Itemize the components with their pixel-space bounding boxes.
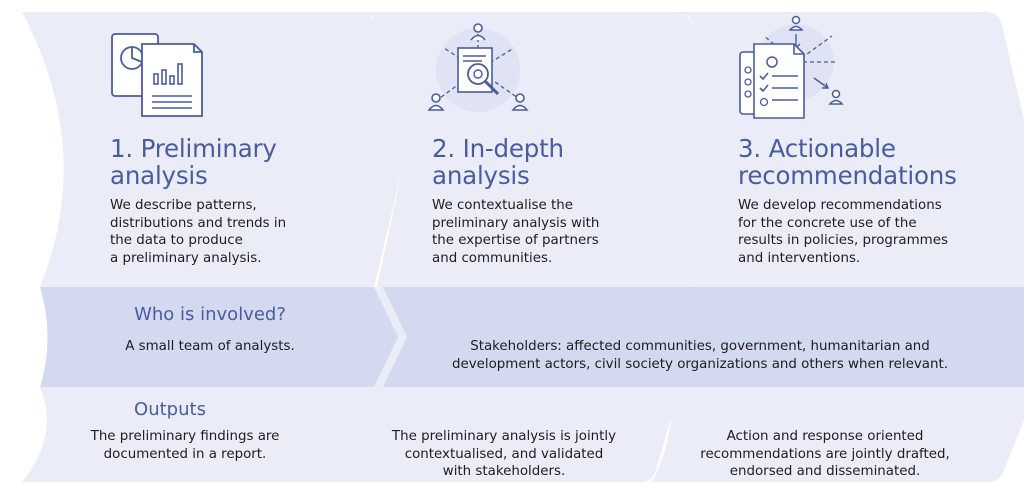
- output-2: The preliminary analysis is jointly cont…: [374, 428, 634, 481]
- output-3: Action and response oriented recommendat…: [680, 428, 970, 481]
- outputs-heading-text: Outputs: [134, 399, 206, 420]
- output-2-line-1: The preliminary analysis is jointly: [391, 429, 617, 444]
- step-2-desc-line-3: the expertise of partners: [432, 233, 599, 248]
- involved-heading: Who is involved?: [110, 304, 310, 326]
- output-3-cell: [652, 387, 1024, 482]
- output-3-line-3: endorsed and disseminated.: [729, 464, 921, 479]
- stakeholders-line-1: Stakeholders: affected communities, gove…: [470, 339, 930, 354]
- report-chart-icon: [111, 33, 203, 117]
- step-2-title-line-1: 2. In-depth: [432, 134, 564, 163]
- outputs-heading: Outputs: [110, 399, 230, 421]
- step-3-desc-line-1: We develop recommendations: [738, 198, 942, 213]
- step-3-desc-line-4: and interventions.: [738, 250, 861, 266]
- output-2-cell: [336, 387, 680, 482]
- involved-band: [40, 287, 1024, 387]
- output-2-line-3: with stakeholders.: [442, 464, 566, 479]
- magnify-network-icon: [427, 23, 529, 112]
- output-1: The preliminary findings are documented …: [50, 428, 320, 463]
- step-3-desc-line-3: results in policies, programmes: [738, 233, 948, 248]
- step-1-description: We describe patterns, distributions and …: [110, 197, 350, 267]
- step-3-title-line-1: 3. Actionable: [738, 134, 896, 163]
- step-1-desc-line-1: We describe patterns,: [110, 198, 257, 213]
- involved-team-text: A small team of analysts.: [125, 339, 295, 354]
- output-3-line-2: recommendations are jointly drafted,: [700, 446, 950, 462]
- step-1-title-line-1: 1. Preliminary: [110, 134, 277, 163]
- step-1-desc-line-2: distributions and trends in: [110, 215, 287, 231]
- step-2-desc-line-4: and communities.: [432, 250, 553, 266]
- step-2-title-line-2: analysis: [432, 161, 530, 190]
- step-2-description: We contextualise the preliminary analysi…: [432, 197, 672, 267]
- output-1-cell: [22, 387, 383, 482]
- involved-band-divider: [374, 287, 407, 387]
- step-1-desc-line-3: the data to produce: [110, 233, 243, 248]
- output-1-line-2: documented in a report.: [103, 446, 267, 462]
- step-2-chevron: [334, 12, 721, 287]
- step-2-desc-line-2: preliminary analysis with: [432, 215, 600, 231]
- output-2-line-2: contextualised, and validated: [404, 446, 604, 462]
- involved-stakeholders: Stakeholders: affected communities, gove…: [420, 338, 980, 373]
- step-1-title-line-2: analysis: [110, 161, 208, 190]
- checklist-network-icon: [739, 15, 844, 119]
- stakeholders-line-2: development actors, civil society organi…: [451, 356, 949, 372]
- step-3-desc-line-2: for the concrete use of the: [738, 215, 917, 231]
- step-2-desc-line-1: We contextualise the: [432, 198, 573, 213]
- step-3-description: We develop recommendations for the concr…: [738, 197, 998, 267]
- output-1-line-1: The preliminary findings are: [90, 429, 280, 444]
- involved-team: A small team of analysts.: [90, 338, 330, 356]
- output-3-line-1: Action and response oriented: [726, 429, 924, 444]
- step-3-title-line-2: recommendations: [738, 161, 957, 190]
- involved-heading-text: Who is involved?: [134, 304, 286, 325]
- step-1-desc-line-4: a preliminary analysis.: [110, 250, 262, 266]
